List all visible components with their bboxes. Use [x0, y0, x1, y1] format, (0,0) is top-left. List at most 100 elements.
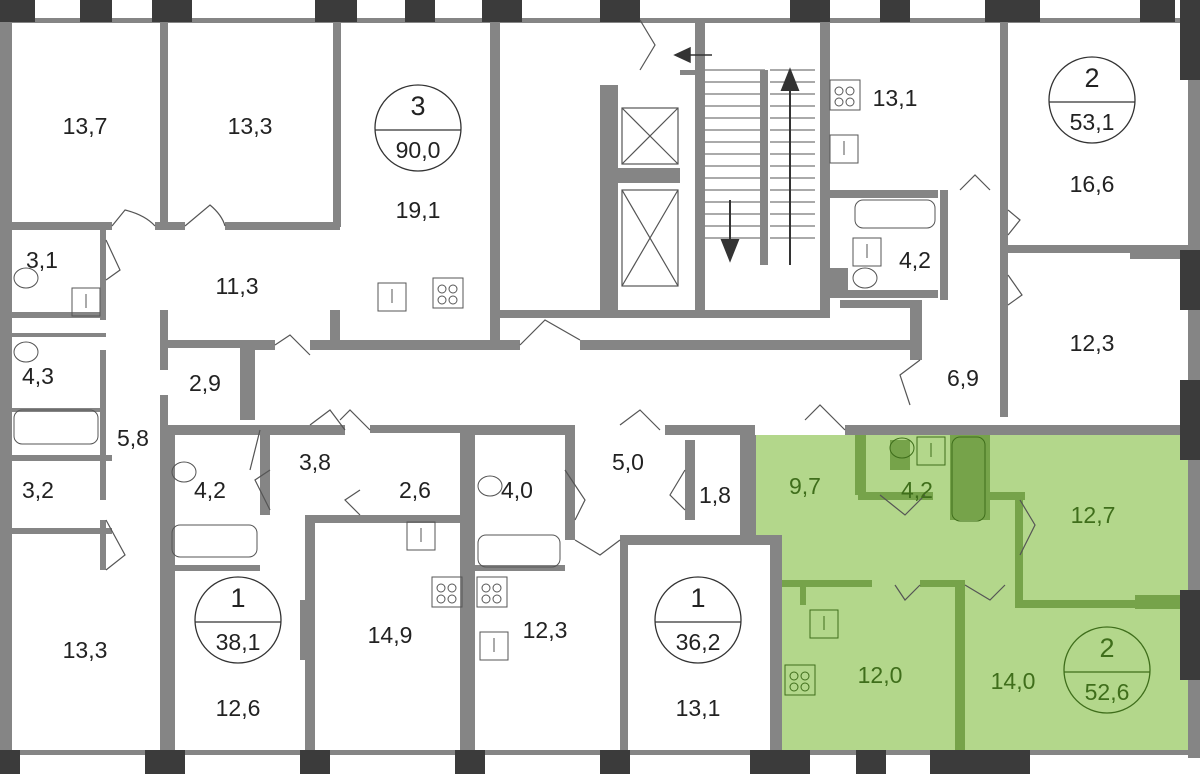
- sink-icon: [809, 609, 839, 639]
- wall: [240, 340, 255, 420]
- arrow-left-icon: [673, 46, 712, 64]
- highlighted-apartment-area[interactable]: [755, 435, 1188, 752]
- highlighted-room-area-label: 4,2: [901, 477, 933, 503]
- window: [455, 750, 485, 774]
- window: [1140, 0, 1175, 22]
- window: [930, 750, 1030, 774]
- wall: [0, 18, 12, 758]
- wall: [1015, 600, 1140, 608]
- wall: [828, 190, 938, 198]
- sink-icon: [852, 237, 882, 267]
- wall: [460, 425, 475, 755]
- door-swing: [959, 174, 991, 191]
- wall: [12, 222, 112, 230]
- room-area-label: 4,0: [501, 477, 533, 503]
- room-area-label: 3,2: [22, 477, 54, 503]
- arrow-down-icon: [720, 200, 740, 263]
- wall: [800, 580, 806, 605]
- window: [750, 750, 810, 774]
- window: [0, 750, 20, 774]
- door-swing: [1007, 209, 1021, 236]
- door-swing: [619, 409, 661, 431]
- window: [985, 0, 1040, 22]
- wall: [260, 425, 270, 515]
- sink-icon: [916, 436, 946, 466]
- stair-rail: [760, 70, 768, 265]
- apartment-badge[interactable]: 1 36,2: [654, 576, 742, 664]
- sink-icon: [479, 631, 509, 661]
- wall: [155, 222, 185, 230]
- wall: [955, 585, 965, 750]
- wall: [305, 515, 315, 750]
- wall: [950, 435, 990, 520]
- wall: [160, 310, 168, 370]
- wall: [858, 492, 933, 500]
- apartment-rooms: 2: [1084, 63, 1099, 93]
- wall: [1135, 595, 1188, 609]
- room-area-label: 2,9: [189, 370, 221, 396]
- apartment-badge[interactable]: 1 38,1: [194, 576, 282, 664]
- door-swing: [111, 209, 156, 227]
- door-swing: [105, 519, 126, 571]
- highlighted-room-area-label: 14,0: [991, 668, 1036, 694]
- bathtub-icon: [477, 534, 561, 568]
- wall: [680, 70, 695, 75]
- arrow-up-icon: [780, 67, 800, 265]
- room-area-label: 1,8: [699, 482, 731, 508]
- wall: [330, 310, 340, 340]
- door-swing: [105, 239, 121, 281]
- door-swing: [184, 204, 226, 227]
- stove-icon: [784, 664, 816, 696]
- room-area-label: 5,8: [117, 425, 149, 451]
- room-area-label: 14,9: [368, 622, 413, 648]
- wall: [840, 300, 920, 308]
- room-area-label: 19,1: [396, 197, 441, 223]
- wall: [605, 168, 680, 183]
- bathtub-icon: [854, 199, 936, 229]
- wall: [160, 88, 166, 138]
- apartment-rooms: 3: [410, 91, 425, 121]
- door-swing: [804, 404, 846, 431]
- sink-icon: [829, 134, 859, 164]
- highlighted-room-area-label: 9,7: [789, 473, 821, 499]
- wall: [1015, 492, 1023, 607]
- wall: [12, 333, 106, 337]
- door-swing: [309, 409, 346, 431]
- wall: [845, 425, 1188, 435]
- toilet-icon: [852, 267, 878, 289]
- room-area-label: 13,3: [228, 113, 273, 139]
- wall: [12, 528, 112, 534]
- door-swing: [894, 584, 921, 601]
- wall: [333, 22, 341, 227]
- wall: [910, 300, 922, 360]
- window: [300, 750, 330, 774]
- room-area-label: 13,1: [873, 85, 918, 111]
- wall: [665, 425, 755, 435]
- wall: [160, 565, 260, 571]
- bathtub-icon: [13, 409, 99, 445]
- apartment-rooms: 2: [1099, 633, 1114, 663]
- wall: [490, 22, 500, 347]
- door-swing: [274, 334, 311, 356]
- room-area-label: 3,1: [26, 247, 58, 273]
- wall: [750, 435, 756, 540]
- wall: [500, 310, 610, 318]
- doors: [105, 19, 1036, 601]
- wall: [858, 435, 866, 495]
- door-swing: [669, 469, 686, 511]
- wall: [740, 435, 750, 535]
- elevators: [621, 107, 679, 287]
- window: [405, 0, 435, 22]
- wall: [165, 425, 345, 435]
- door-swing: [344, 489, 361, 516]
- window: [482, 0, 522, 22]
- apartment-badge-highlighted[interactable]: 2 52,6: [1063, 626, 1151, 714]
- wall: [310, 515, 460, 523]
- stove-icon: [432, 277, 464, 309]
- apartment-badge[interactable]: 2 53,1: [1048, 56, 1136, 144]
- door-swing: [964, 584, 1006, 601]
- window: [790, 0, 830, 22]
- apartment-badge[interactable]: 3 90,0: [374, 84, 462, 172]
- room-area-label: 4,2: [899, 247, 931, 273]
